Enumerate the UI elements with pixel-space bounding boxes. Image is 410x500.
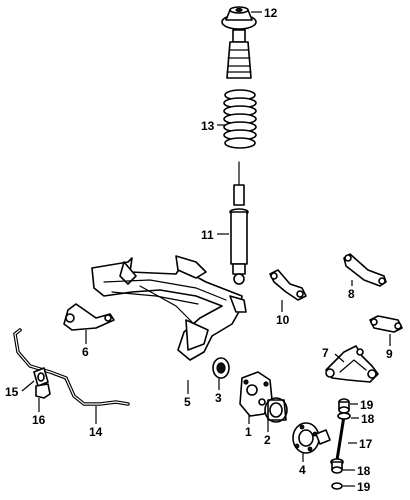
callout-15: 15: [5, 385, 19, 399]
callout-labels: 12 13 11 10 8 9 7 6 5 3 1 2 4 14 15 16 1…: [5, 6, 393, 494]
bushing-ring: [212, 357, 230, 379]
stabilizer-bushing: [33, 367, 49, 387]
stabilizer-bracket: [35, 383, 51, 399]
wheel-hub: [292, 422, 331, 454]
callout-9: 9: [386, 347, 393, 361]
upper-arm-link: [369, 315, 403, 333]
callout-13: 13: [201, 119, 215, 133]
callout-19-upper: 19: [360, 398, 374, 412]
callout-7: 7: [322, 346, 329, 360]
callout-10: 10: [276, 313, 290, 327]
strut-mount: [221, 6, 257, 30]
callout-6: 6: [82, 345, 89, 359]
stabilizer-link: [330, 398, 351, 490]
callout-17: 17: [359, 437, 373, 451]
callout-1: 1: [245, 425, 252, 439]
steering-knuckle: [239, 371, 273, 417]
callout-3: 3: [215, 391, 222, 405]
stabilizer-bar: [13, 328, 130, 406]
wheel-bearing: [264, 397, 288, 423]
coil-spring: [223, 89, 257, 149]
callout-18-upper: 18: [361, 412, 375, 426]
callout-11: 11: [201, 228, 214, 242]
crossmember-subframe: [91, 255, 247, 361]
callout-2: 2: [264, 433, 271, 447]
callout-8: 8: [348, 287, 355, 301]
lower-control-arm: [325, 345, 379, 383]
leader-lines: [21, 11, 391, 487]
callout-18-lower: 18: [357, 464, 371, 478]
callout-16: 16: [32, 413, 46, 427]
callout-14: 14: [89, 425, 103, 439]
callout-12: 12: [264, 6, 278, 20]
trailing-link: [269, 269, 307, 301]
callout-4: 4: [299, 463, 306, 477]
toe-link: [343, 253, 387, 287]
bump-stop-boot: [226, 29, 252, 79]
callout-5: 5: [184, 395, 191, 409]
shock-absorber: [229, 161, 249, 285]
callout-19-lower: 19: [357, 480, 371, 494]
upper-link-left: [63, 303, 115, 331]
